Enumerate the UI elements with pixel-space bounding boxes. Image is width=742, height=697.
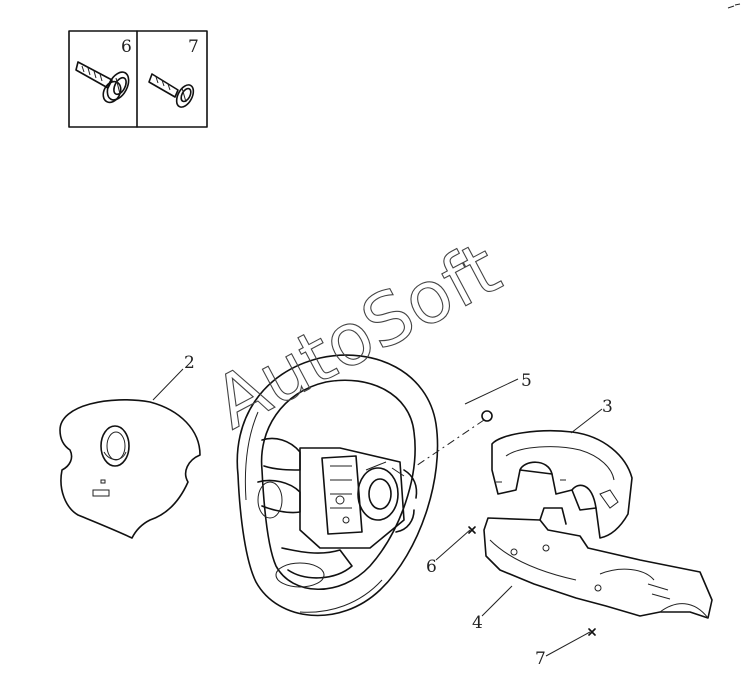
fastener-legend-box: 6 7 [68,30,208,128]
callout-leaders [152,368,603,657]
callout-5: 5 [521,371,532,391]
screw-marker-6 [468,526,476,534]
callout-6: 6 [426,557,437,577]
autosoft-watermark: AutoSoft [201,226,513,445]
callout-7: 7 [535,649,546,669]
screw-icon [148,73,195,108]
legend-number-7: 7 [188,37,199,57]
upper-column-cover [491,429,633,539]
callout-2: 2 [184,353,195,373]
steering-wheel [236,354,439,617]
lower-column-cover [483,507,713,619]
legend-frame [68,30,208,128]
screw-with-washer-icon [75,61,130,104]
callout-4: 4 [472,613,483,633]
legend-number-6: 6 [121,37,132,57]
connector-part [415,410,493,467]
airbag-module [59,399,201,539]
callout-3: 3 [602,397,613,417]
airbag-badge [92,489,110,497]
corner-mark [727,3,741,9]
screw-marker-7 [588,628,596,636]
